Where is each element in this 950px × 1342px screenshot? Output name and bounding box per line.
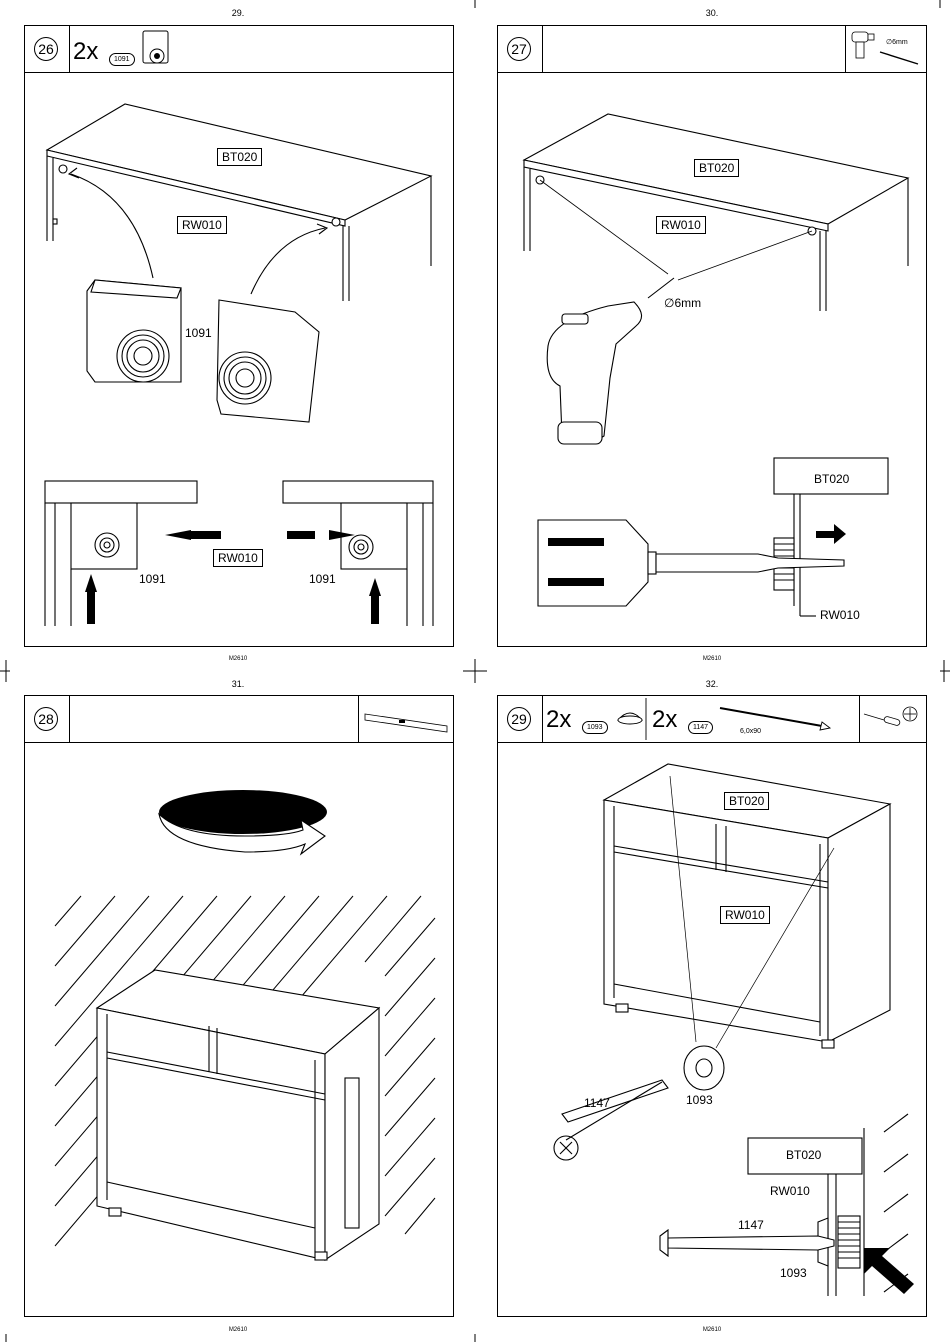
cabinet-fixing-illustration xyxy=(498,696,928,1318)
cabinet-rotate-illustration xyxy=(25,696,455,1318)
part-number-label: 1147 xyxy=(738,1218,764,1232)
part-label-bt020: BT020 xyxy=(814,472,849,486)
part-label-bt020: BT020 xyxy=(217,148,262,166)
part-label-bt020: BT020 xyxy=(724,792,769,810)
page-number: 30. xyxy=(682,8,742,18)
part-number-label: 1093 xyxy=(780,1266,807,1280)
drill-size-label: ∅6mm xyxy=(664,296,701,310)
part-label-rw010: RW010 xyxy=(820,608,860,622)
part-number-label: 1093 xyxy=(686,1093,713,1107)
rotate-arrow-icon xyxy=(159,790,327,854)
page-footer: M2610 xyxy=(682,656,742,662)
cabinet-drilling-illustration xyxy=(498,26,928,648)
step-panel-28: 28 xyxy=(24,695,454,1317)
part-label-rw010: RW010 xyxy=(720,906,770,924)
part-label-rw010: RW010 xyxy=(770,1184,810,1198)
page-footer: M2610 xyxy=(682,1327,742,1333)
part-number-label: 1091 xyxy=(185,326,212,340)
page-footer: M2610 xyxy=(208,656,268,662)
part-label-rw010: RW010 xyxy=(177,216,227,234)
part-label-bt020: BT020 xyxy=(786,1148,821,1162)
part-label-rw010: RW010 xyxy=(213,549,263,567)
part-number-label: 1091 xyxy=(309,572,336,586)
page-footer: M2610 xyxy=(208,1327,268,1333)
page-number: 32. xyxy=(682,679,742,689)
step-panel-29: 29 2x 1093 2x 1147 6,0x90 xyxy=(497,695,927,1317)
step-panel-27: 27 ∅6mm xyxy=(497,25,927,647)
part-number-label: 1147 xyxy=(584,1096,610,1110)
page-number: 31. xyxy=(208,679,268,689)
page-number: 29. xyxy=(208,8,268,18)
part-label-bt020: BT020 xyxy=(694,159,739,177)
step-panel-26: 26 2x 1091 xyxy=(24,25,454,647)
part-number-label: 1091 xyxy=(139,572,166,586)
part-label-rw010: RW010 xyxy=(656,216,706,234)
